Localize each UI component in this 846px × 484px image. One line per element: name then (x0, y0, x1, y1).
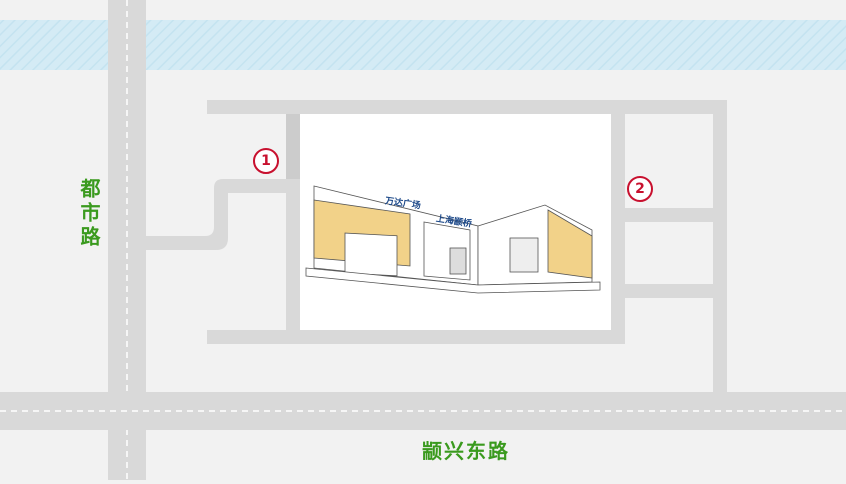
internal-roads (146, 100, 727, 392)
road-label-west: 都市路 (77, 178, 101, 250)
entrance-marker-icon[interactable]: 2 (627, 176, 653, 202)
road-label-south: 颛兴东路 (422, 439, 510, 463)
entrance-marker-icon[interactable]: 1 (253, 148, 279, 174)
building-illustration-icon (305, 185, 601, 294)
